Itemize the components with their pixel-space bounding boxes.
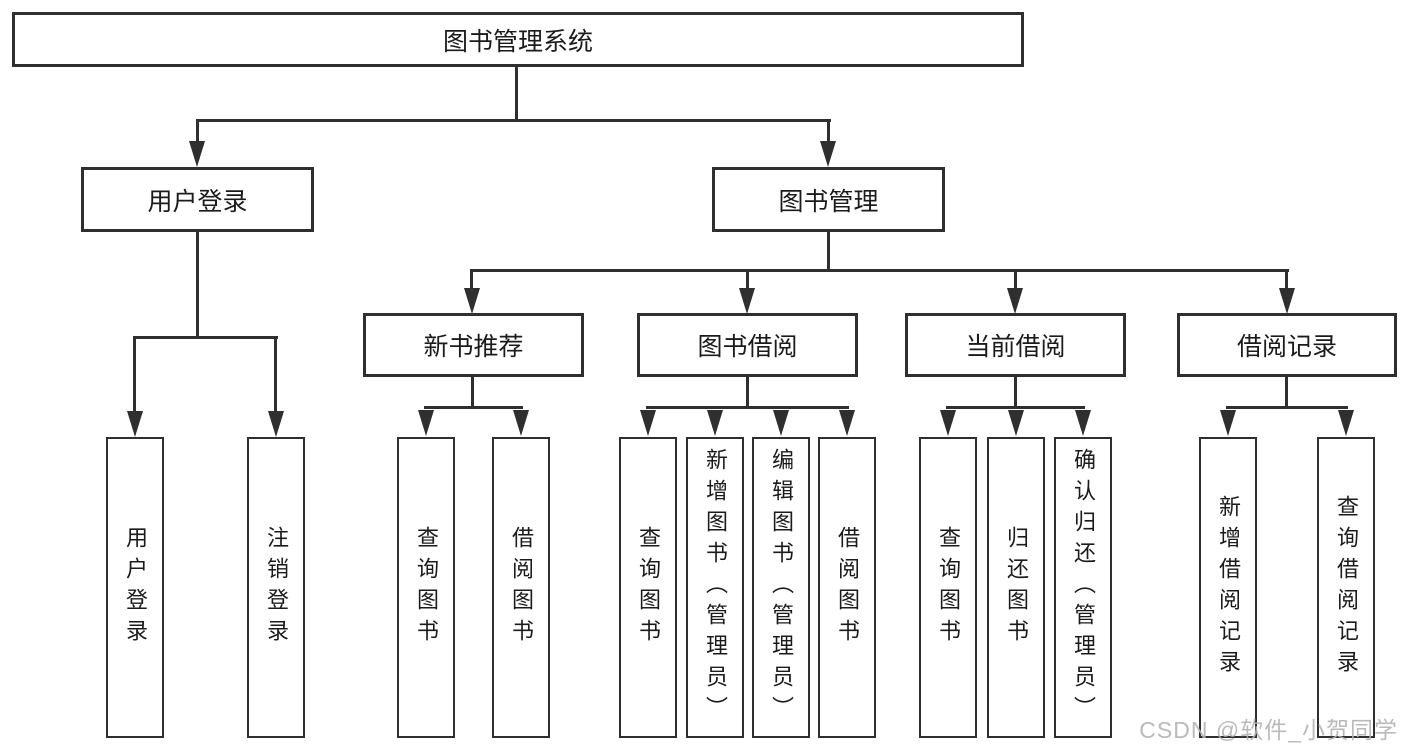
connector-line xyxy=(1014,375,1017,408)
connector-line xyxy=(946,406,1085,409)
leaf-add-books-admin-label: 新增图书（管理员） xyxy=(703,448,728,727)
arrow-down-icon xyxy=(773,410,789,436)
leaf-query-books-current: 查询图书 xyxy=(919,437,977,738)
leaf-query-borrow-record-label: 查询借阅记录 xyxy=(1334,494,1359,681)
arrow-down-icon xyxy=(127,411,143,437)
node-user-login: 用户登录 xyxy=(81,167,314,232)
arrow-down-icon xyxy=(1279,288,1295,314)
node-book-management: 图书管理 xyxy=(712,167,945,232)
arrow-down-icon xyxy=(189,141,205,167)
node-user-login-label: 用户登录 xyxy=(147,187,248,216)
connector-line xyxy=(746,271,749,289)
leaf-edit-books-admin-label: 编辑图书（管理员） xyxy=(769,448,794,727)
leaf-borrow-books: 借阅图书 xyxy=(818,437,876,738)
watermark-text: CSDN @软件_小贺同学 xyxy=(1139,717,1398,743)
arrow-down-icon xyxy=(268,411,284,437)
leaf-add-borrow-record: 新增借阅记录 xyxy=(1199,437,1257,738)
connector-line xyxy=(470,269,1289,272)
connector-line xyxy=(1014,271,1017,289)
leaf-query-books-recommend-label: 查询图书 xyxy=(414,525,439,650)
leaf-user-login-label: 用户登录 xyxy=(123,525,148,650)
node-root: 图书管理系统 xyxy=(12,12,1024,67)
leaf-user-login: 用户登录 xyxy=(106,437,164,738)
node-new-book-recommend: 新书推荐 xyxy=(363,313,584,377)
leaf-query-books-current-label: 查询图书 xyxy=(936,525,961,650)
leaf-query-borrow-record: 查询借阅记录 xyxy=(1317,437,1375,738)
leaf-confirm-return-admin-label: 确认归还（管理员） xyxy=(1071,448,1096,727)
arrow-down-icon xyxy=(640,410,656,436)
arrow-down-icon xyxy=(1007,288,1023,314)
connector-line xyxy=(1285,375,1288,408)
connector-line xyxy=(1226,406,1348,409)
connector-line xyxy=(133,336,278,339)
arrow-down-icon xyxy=(940,410,956,436)
connector-line xyxy=(133,338,136,412)
node-book-management-label: 图书管理 xyxy=(778,187,879,216)
arrow-down-icon xyxy=(513,410,529,436)
leaf-add-borrow-record-label: 新增借阅记录 xyxy=(1216,494,1241,681)
leaf-confirm-return-admin: 确认归还（管理员） xyxy=(1054,437,1112,738)
node-borrowing-records: 借阅记录 xyxy=(1177,313,1397,377)
leaf-logout-label: 注销登录 xyxy=(264,525,289,650)
leaf-logout: 注销登录 xyxy=(247,437,305,738)
arrow-down-icon xyxy=(1338,410,1354,436)
connector-line xyxy=(746,375,749,408)
node-new-book-recommend-label: 新书推荐 xyxy=(423,333,524,361)
leaf-borrow-books-recommend-label: 借阅图书 xyxy=(509,525,534,650)
connector-line xyxy=(274,338,277,412)
arrow-down-icon xyxy=(820,141,836,167)
node-root-label: 图书管理系统 xyxy=(442,27,593,56)
node-book-borrowing-label: 图书借阅 xyxy=(697,333,798,361)
connector-line xyxy=(470,271,473,289)
arrow-down-icon xyxy=(464,288,480,314)
leaf-return-books-label: 归还图书 xyxy=(1004,525,1029,650)
connector-line xyxy=(515,67,518,122)
leaf-add-books-admin: 新增图书（管理员） xyxy=(686,437,744,738)
node-borrowing-records-label: 借阅记录 xyxy=(1236,333,1337,361)
arrow-down-icon xyxy=(1008,410,1024,436)
connector-line xyxy=(196,119,831,122)
leaf-borrow-books-recommend: 借阅图书 xyxy=(492,437,550,738)
leaf-return-books: 归还图书 xyxy=(987,437,1045,738)
connector-line xyxy=(646,406,849,409)
connector-line xyxy=(424,406,523,409)
connector-line xyxy=(196,230,199,338)
leaf-edit-books-admin: 编辑图书（管理员） xyxy=(752,437,810,738)
node-current-borrowing: 当前借阅 xyxy=(905,313,1126,377)
leaf-borrow-books-label: 借阅图书 xyxy=(835,525,860,650)
connector-line xyxy=(471,375,474,408)
leaf-query-books-recommend: 查询图书 xyxy=(397,437,455,738)
node-current-borrowing-label: 当前借阅 xyxy=(965,333,1066,361)
connector-line xyxy=(827,230,830,271)
leaf-query-books: 查询图书 xyxy=(619,437,677,738)
arrow-down-icon xyxy=(739,288,755,314)
arrow-down-icon xyxy=(1220,410,1236,436)
arrow-down-icon xyxy=(839,410,855,436)
connector-line xyxy=(827,121,830,143)
connector-line xyxy=(196,121,199,143)
leaf-query-books-label: 查询图书 xyxy=(636,525,661,650)
node-book-borrowing: 图书借阅 xyxy=(637,313,858,377)
arrow-down-icon xyxy=(418,410,434,436)
connector-line xyxy=(1285,271,1288,289)
arrow-down-icon xyxy=(707,410,723,436)
arrow-down-icon xyxy=(1075,410,1091,436)
